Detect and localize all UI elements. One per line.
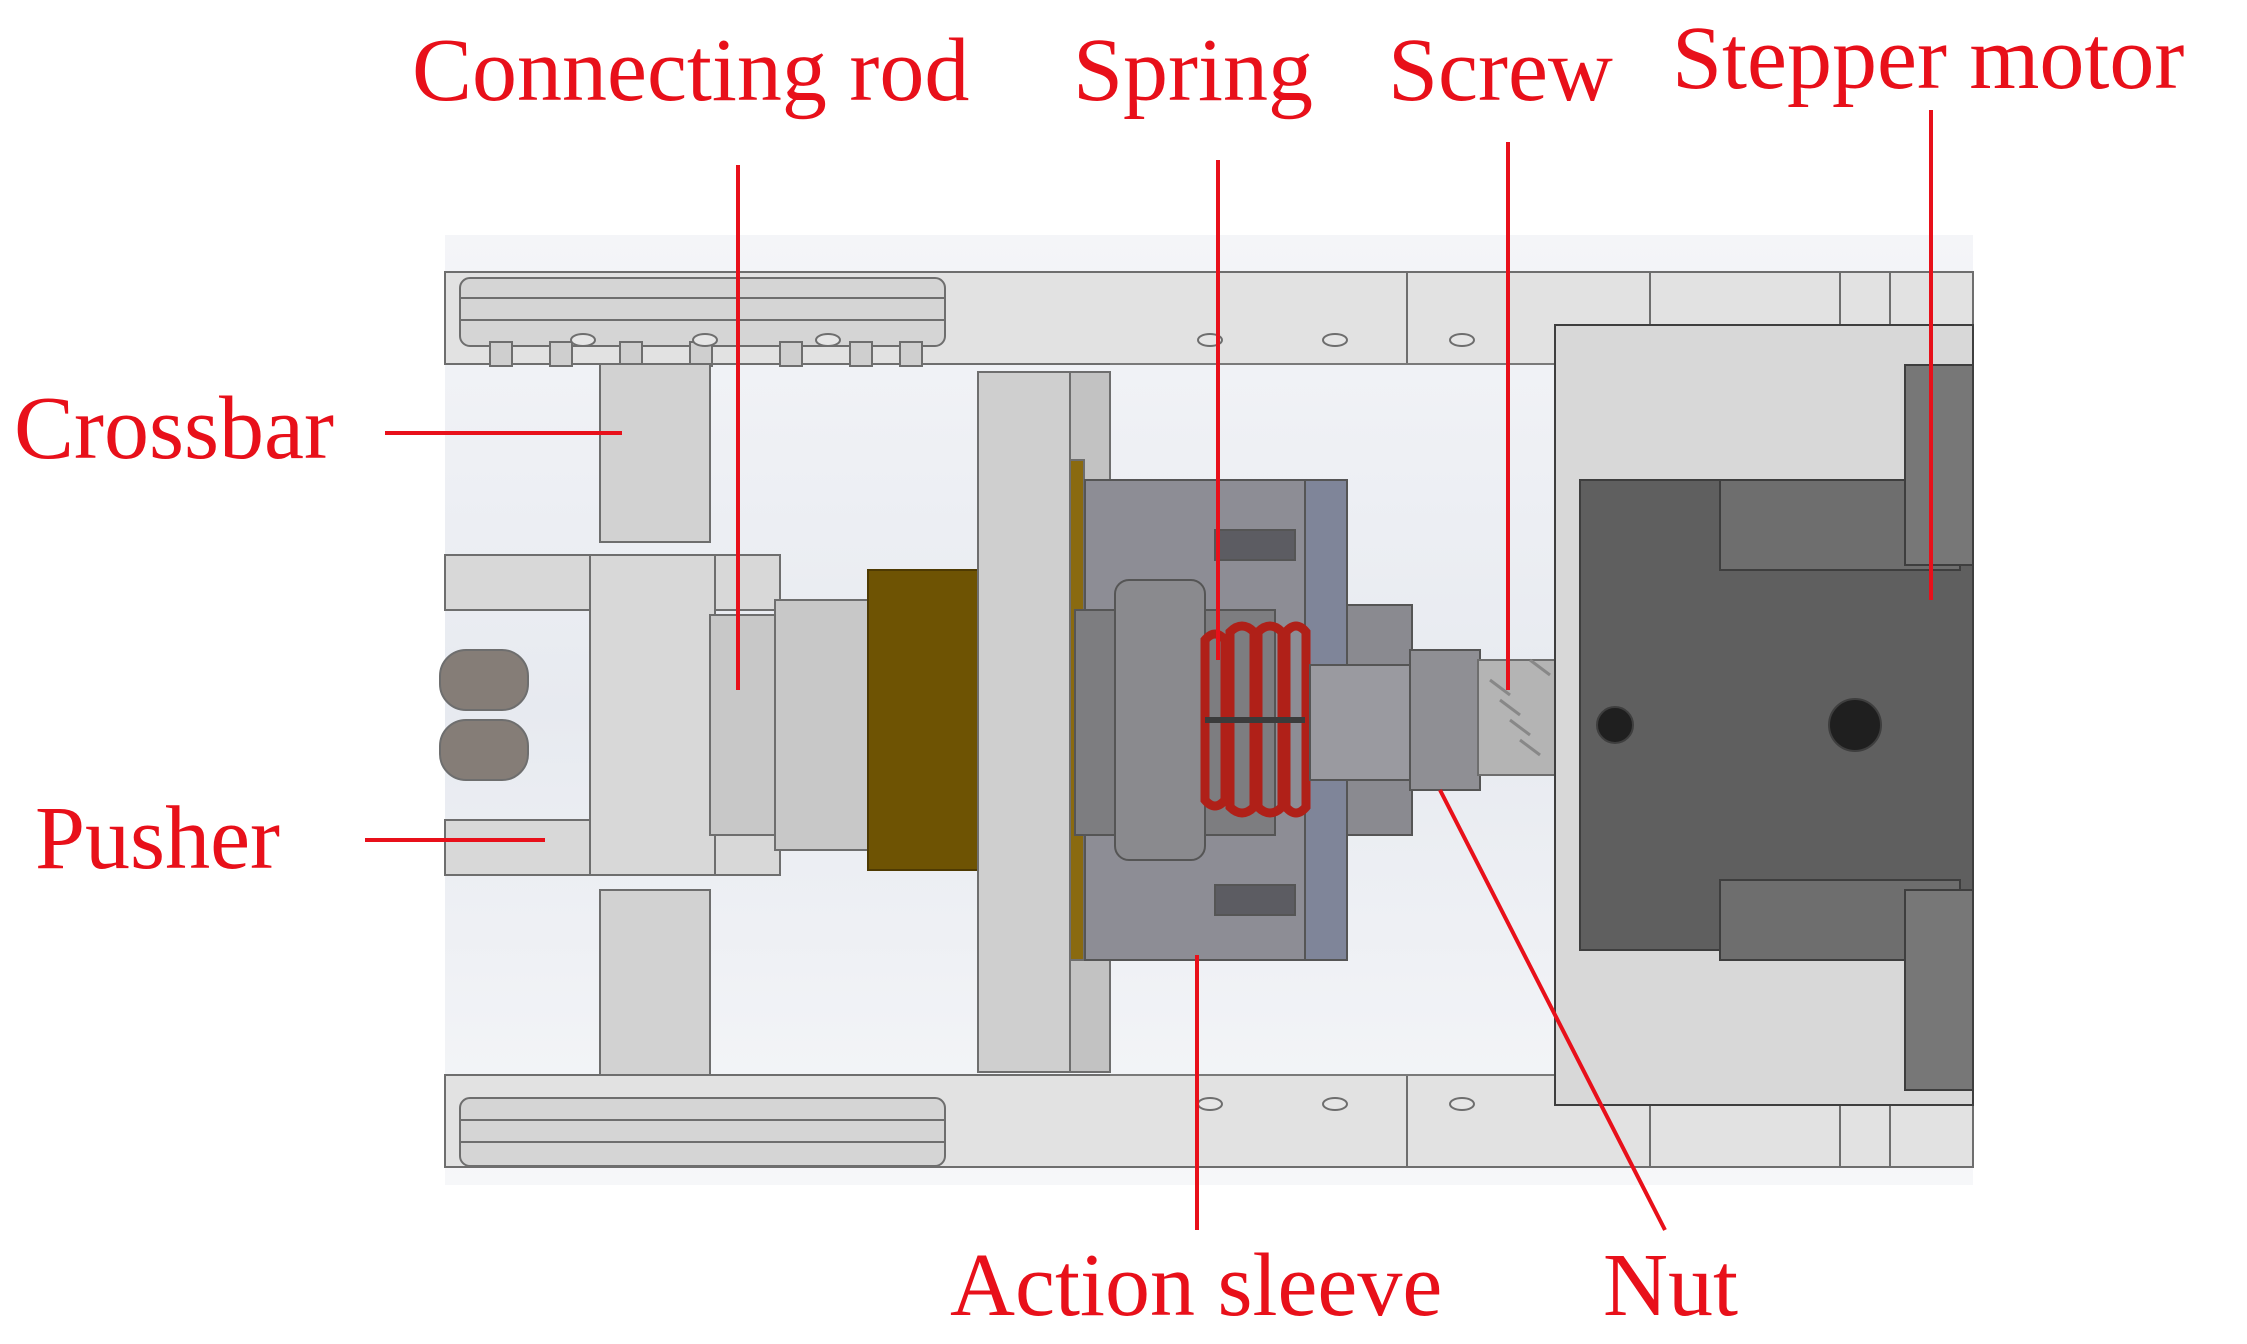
label-connecting-rod: Connecting rod bbox=[412, 21, 969, 120]
pusher-fingers bbox=[439, 649, 529, 781]
connecting-rod-part bbox=[709, 599, 871, 851]
leader-lines bbox=[365, 110, 1933, 1231]
spring-part bbox=[1200, 621, 1311, 818]
label-crossbar: Crossbar bbox=[14, 379, 334, 478]
nut-part bbox=[1309, 604, 1481, 836]
pusher-part bbox=[444, 554, 781, 876]
leader-nut bbox=[1438, 789, 1667, 1231]
label-screw: Screw bbox=[1388, 21, 1613, 120]
stepper-motor-part bbox=[1554, 324, 1974, 1106]
label-stepper-motor: Stepper motor bbox=[1672, 9, 2184, 108]
label-pusher: Pusher bbox=[35, 789, 280, 888]
label-action-sleeve: Action sleeve bbox=[950, 1236, 1442, 1335]
part-labels: Connecting rod Spring Screw Stepper moto… bbox=[14, 9, 2184, 1335]
label-nut: Nut bbox=[1603, 1236, 1738, 1335]
coupling-part bbox=[867, 569, 979, 871]
crossbar-part bbox=[599, 363, 711, 1076]
label-spring: Spring bbox=[1073, 21, 1313, 120]
